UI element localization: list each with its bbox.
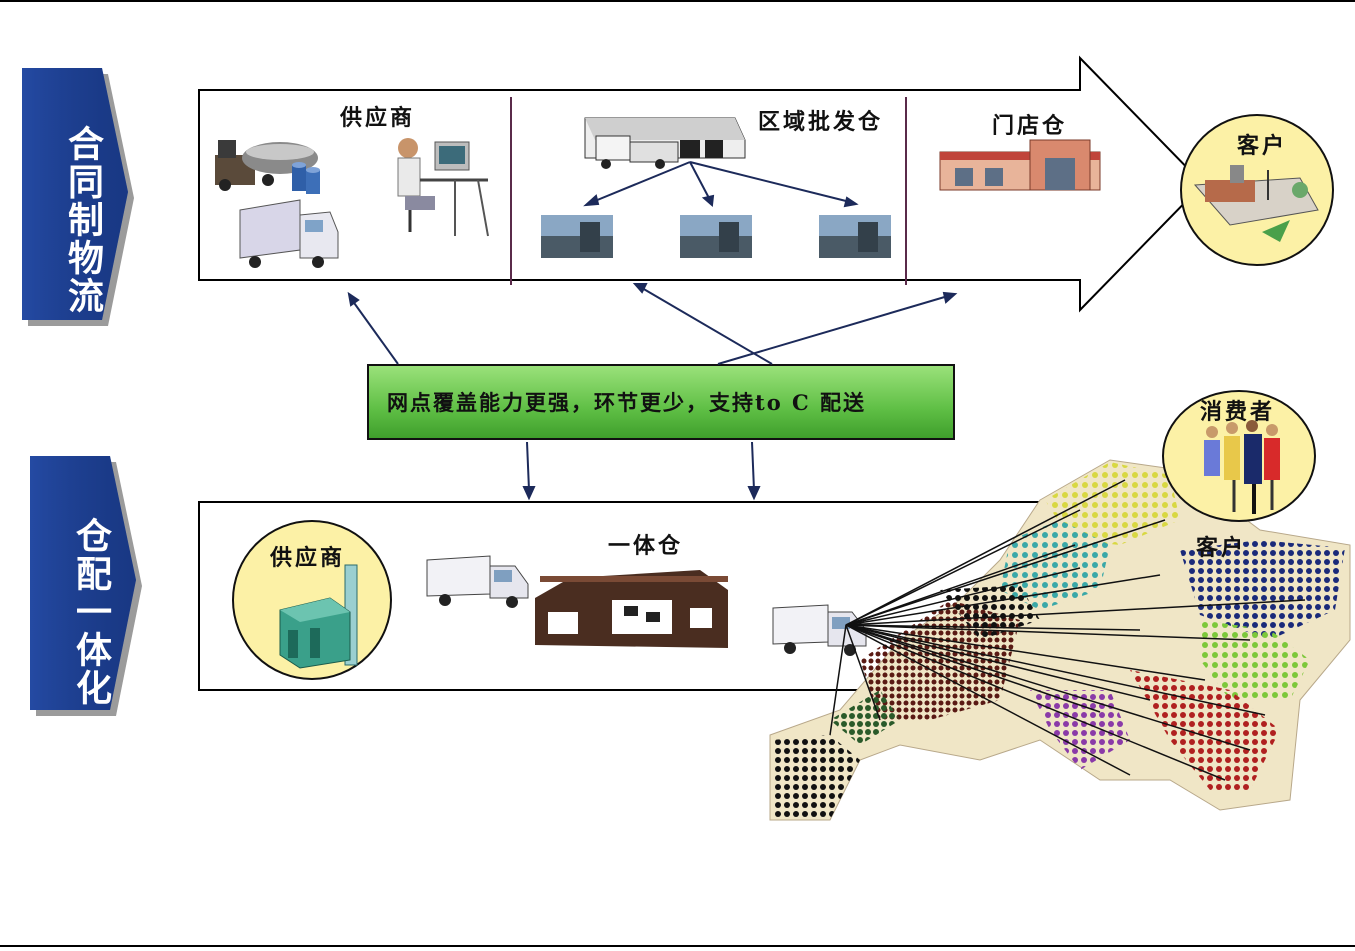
store-building-icon-2: [680, 215, 752, 258]
distribution-arrows: [583, 161, 859, 208]
integrated-warehouse-label: 一体仓: [608, 533, 684, 559]
tab-contract-logistics-label: 合同制物流: [62, 125, 103, 315]
regional-warehouse-label: 区域批发仓: [758, 109, 884, 135]
customer-label-bottom: 客户: [1196, 535, 1247, 561]
box-truck-icon: [239, 199, 339, 268]
tab-shape: [22, 68, 134, 326]
store-warehouse-label: 门店仓: [992, 113, 1068, 139]
advantage-banner-text: 网点覆盖能力更强，环节更少，支持to C 配送: [387, 390, 867, 415]
customer-label-top: 客户: [1237, 133, 1288, 159]
barrels-icon: [292, 162, 320, 194]
tab-integrated: 仓配一体化: [30, 456, 142, 720]
supplier-label-bottom: 供应商: [270, 545, 346, 571]
tanker-truck-icon: [215, 140, 318, 191]
advantage-banner: 网点覆盖能力更强，环节更少，支持to C 配送: [367, 364, 955, 440]
tab-contract-logistics: 合同制物流: [22, 68, 134, 330]
bottom-rule: [0, 945, 1355, 947]
warehouse-with-truck-icon: [584, 117, 746, 169]
consumer-label: 消费者: [1200, 399, 1276, 425]
top-rule: [0, 0, 1355, 2]
tab-integrated-label: 仓配一体化: [70, 517, 111, 707]
supplier-label-top: 供应商: [340, 105, 416, 131]
store-building-icon-3: [819, 215, 891, 258]
worker-at-desk-icon: [397, 138, 489, 237]
store-building-icon-1: [541, 215, 613, 258]
tab-shape: [30, 456, 142, 716]
store-warehouse-icon: [939, 139, 1101, 191]
